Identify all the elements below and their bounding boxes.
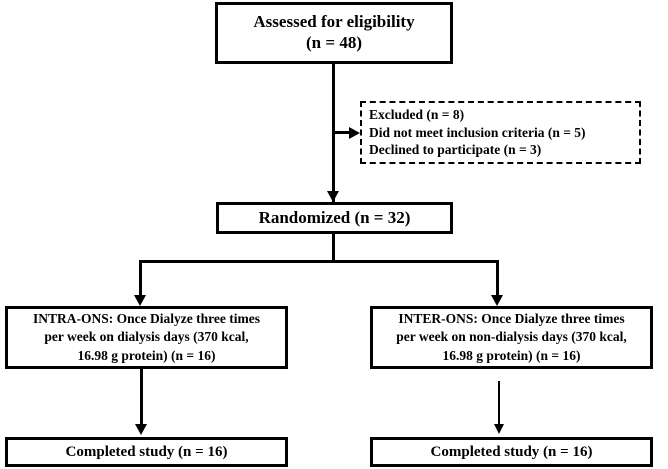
connector-inter-to-completed	[498, 381, 500, 426]
node-assessed-line-2: (n = 48)	[306, 33, 362, 52]
connector-split-left-drop	[139, 260, 142, 300]
connector-split-right-drop	[496, 260, 499, 300]
node-excluded: Excluded (n = 8) Did not meet inclusion …	[360, 101, 641, 164]
arrowhead-right-to-excluded	[349, 126, 360, 139]
node-assessed-line-1: Assessed for eligibility	[253, 12, 415, 32]
node-excluded-line-3: Declined to participate (n = 3)	[369, 142, 542, 158]
node-inter-ons-line-1: INTER-ONS: Once Dialyze three times	[398, 311, 625, 327]
node-randomized-line-1: Randomized (n = 32)	[258, 207, 411, 227]
arrowhead-down-to-inter-ons	[491, 295, 503, 306]
connector-assessed-to-randomized-stem	[332, 64, 335, 202]
node-completed-study-intra-line-1: Completed study (n = 16)	[65, 443, 228, 460]
node-completed-study-intra: Completed study (n = 16)	[5, 437, 288, 467]
node-completed-study-inter-line-1: Completed study (n = 16)	[430, 443, 593, 460]
arrowhead-down-to-randomized	[327, 191, 339, 202]
node-completed-study-inter: Completed study (n = 16)	[370, 437, 653, 467]
node-excluded-line-1: Excluded (n = 8)	[369, 106, 465, 122]
node-randomized: Randomized (n = 32)	[216, 202, 453, 234]
node-inter-ons-line-2: per week on non-dialysis days (370 kcal,	[396, 329, 627, 345]
node-inter-ons: INTER-ONS: Once Dialyze three times per …	[370, 306, 653, 369]
node-intra-ons-line-1: INTRA-ONS: Once Dialyze three times	[33, 311, 260, 327]
arrowhead-down-to-completed-right	[494, 424, 504, 434]
node-inter-ons-line-3: 16.98 g protein) (n = 16)	[442, 347, 581, 363]
node-assessed-for-eligibility: Assessed for eligibility (n = 48)	[215, 2, 453, 64]
connector-intra-to-completed	[140, 369, 143, 426]
node-intra-ons-line-3: 16.98 g protein) (n = 16)	[77, 347, 216, 363]
arrowhead-down-to-completed-left	[135, 424, 147, 435]
connector-split-bar	[139, 260, 499, 263]
connector-to-excluded-branch	[335, 131, 351, 134]
node-excluded-line-2: Did not meet inclusion criteria (n = 5)	[369, 124, 586, 140]
connector-randomized-stem	[332, 234, 335, 262]
node-intra-ons-line-2: per week on dialysis days (370 kcal,	[44, 329, 249, 345]
node-intra-ons: INTRA-ONS: Once Dialyze three times per …	[5, 306, 288, 369]
arrowhead-down-to-intra-ons	[134, 295, 146, 306]
